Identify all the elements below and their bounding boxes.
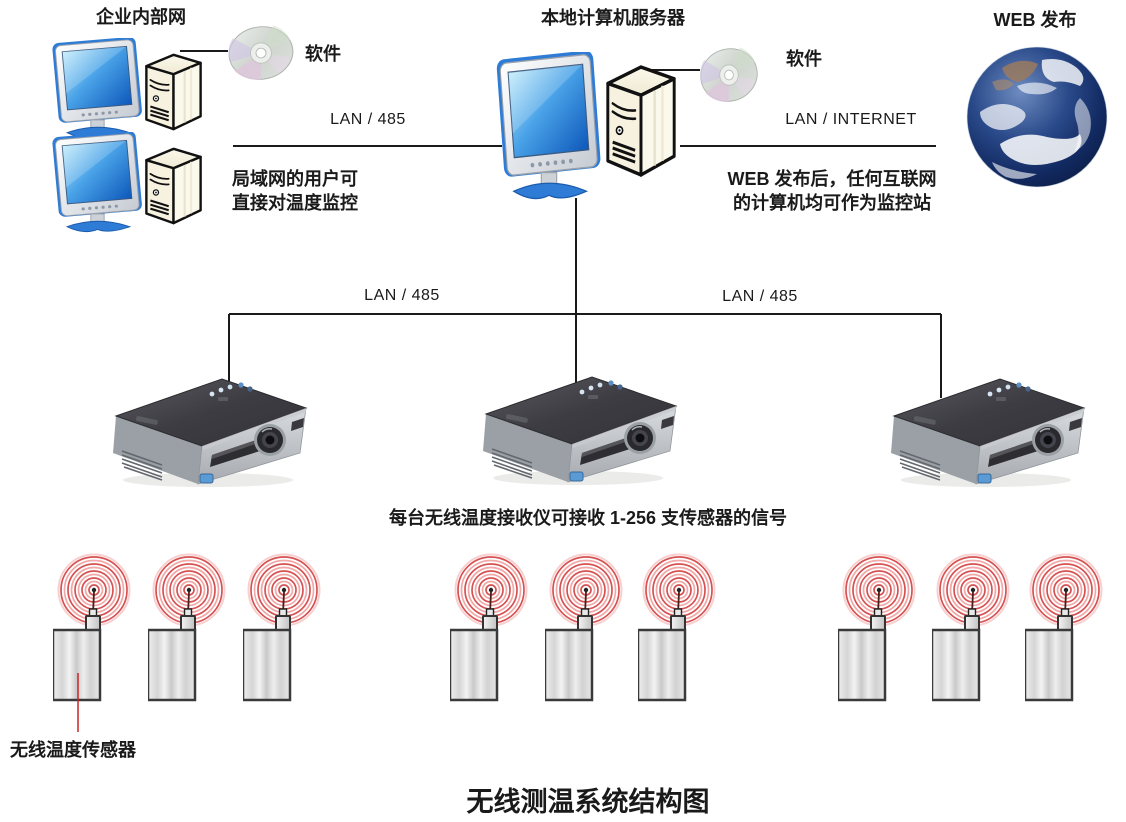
web-note-line2: 的计算机均可作为监控站 (733, 193, 931, 213)
intranet-note: 局域网的用户可 直接对温度监控 (232, 167, 358, 215)
software-cd-icon (226, 24, 296, 84)
server-title: 本地计算机服务器 (541, 8, 685, 28)
lan-internet-label: LAN / INTERNET (785, 111, 917, 128)
workstation-monitor-icon (51, 38, 143, 139)
intranet-title: 企业内部网 (96, 7, 186, 27)
software-cd-icon (698, 46, 760, 106)
wireless-sensor-icon (450, 553, 528, 702)
software-label-left: 软件 (305, 44, 341, 64)
wireless-receiver-icon (890, 378, 1085, 488)
workstation-tower-icon (145, 53, 202, 131)
sensor-label: 无线温度传感器 (10, 740, 136, 760)
earth-globe-icon (966, 46, 1108, 188)
wireless-receiver-icon (112, 378, 307, 488)
intranet-note-line2: 直接对温度监控 (232, 193, 358, 213)
server-monitor-icon (495, 52, 602, 200)
software-label-center: 软件 (786, 49, 822, 69)
web-publish-title: WEB 发布 (993, 10, 1077, 30)
wireless-sensor-icon (148, 553, 226, 702)
diagram-title: 无线测温系统结构图 (466, 787, 710, 817)
wireless-sensor-icon (838, 553, 916, 702)
wireless-receiver-icon (482, 376, 677, 486)
sensor-pointer-line (77, 673, 79, 732)
receiver-caption: 每台无线温度接收仪可接收 1-256 支传感器的信号 (388, 508, 788, 528)
lan485-bus-right-label: LAN / 485 (722, 288, 798, 305)
lan485-bus-left-label: LAN / 485 (364, 287, 440, 304)
workstation-monitor-icon (51, 132, 143, 233)
workstation-tower-icon (145, 147, 202, 225)
wireless-sensor-icon (545, 553, 623, 702)
intranet-note-line1: 局域网的用户可 (232, 169, 358, 189)
web-note-line1: WEB 发布后，任何互联网 (727, 169, 937, 189)
wireless-sensor-icon (638, 553, 716, 702)
wireless-sensor-icon (1025, 553, 1103, 702)
lan485-top-label: LAN / 485 (330, 111, 406, 128)
server-tower-icon (606, 65, 676, 177)
wireless-sensor-icon (53, 553, 131, 702)
wireless-sensor-icon (932, 553, 1010, 702)
web-note: WEB 发布后，任何互联网 的计算机均可作为监控站 (702, 167, 962, 215)
wireless-sensor-icon (243, 553, 321, 702)
